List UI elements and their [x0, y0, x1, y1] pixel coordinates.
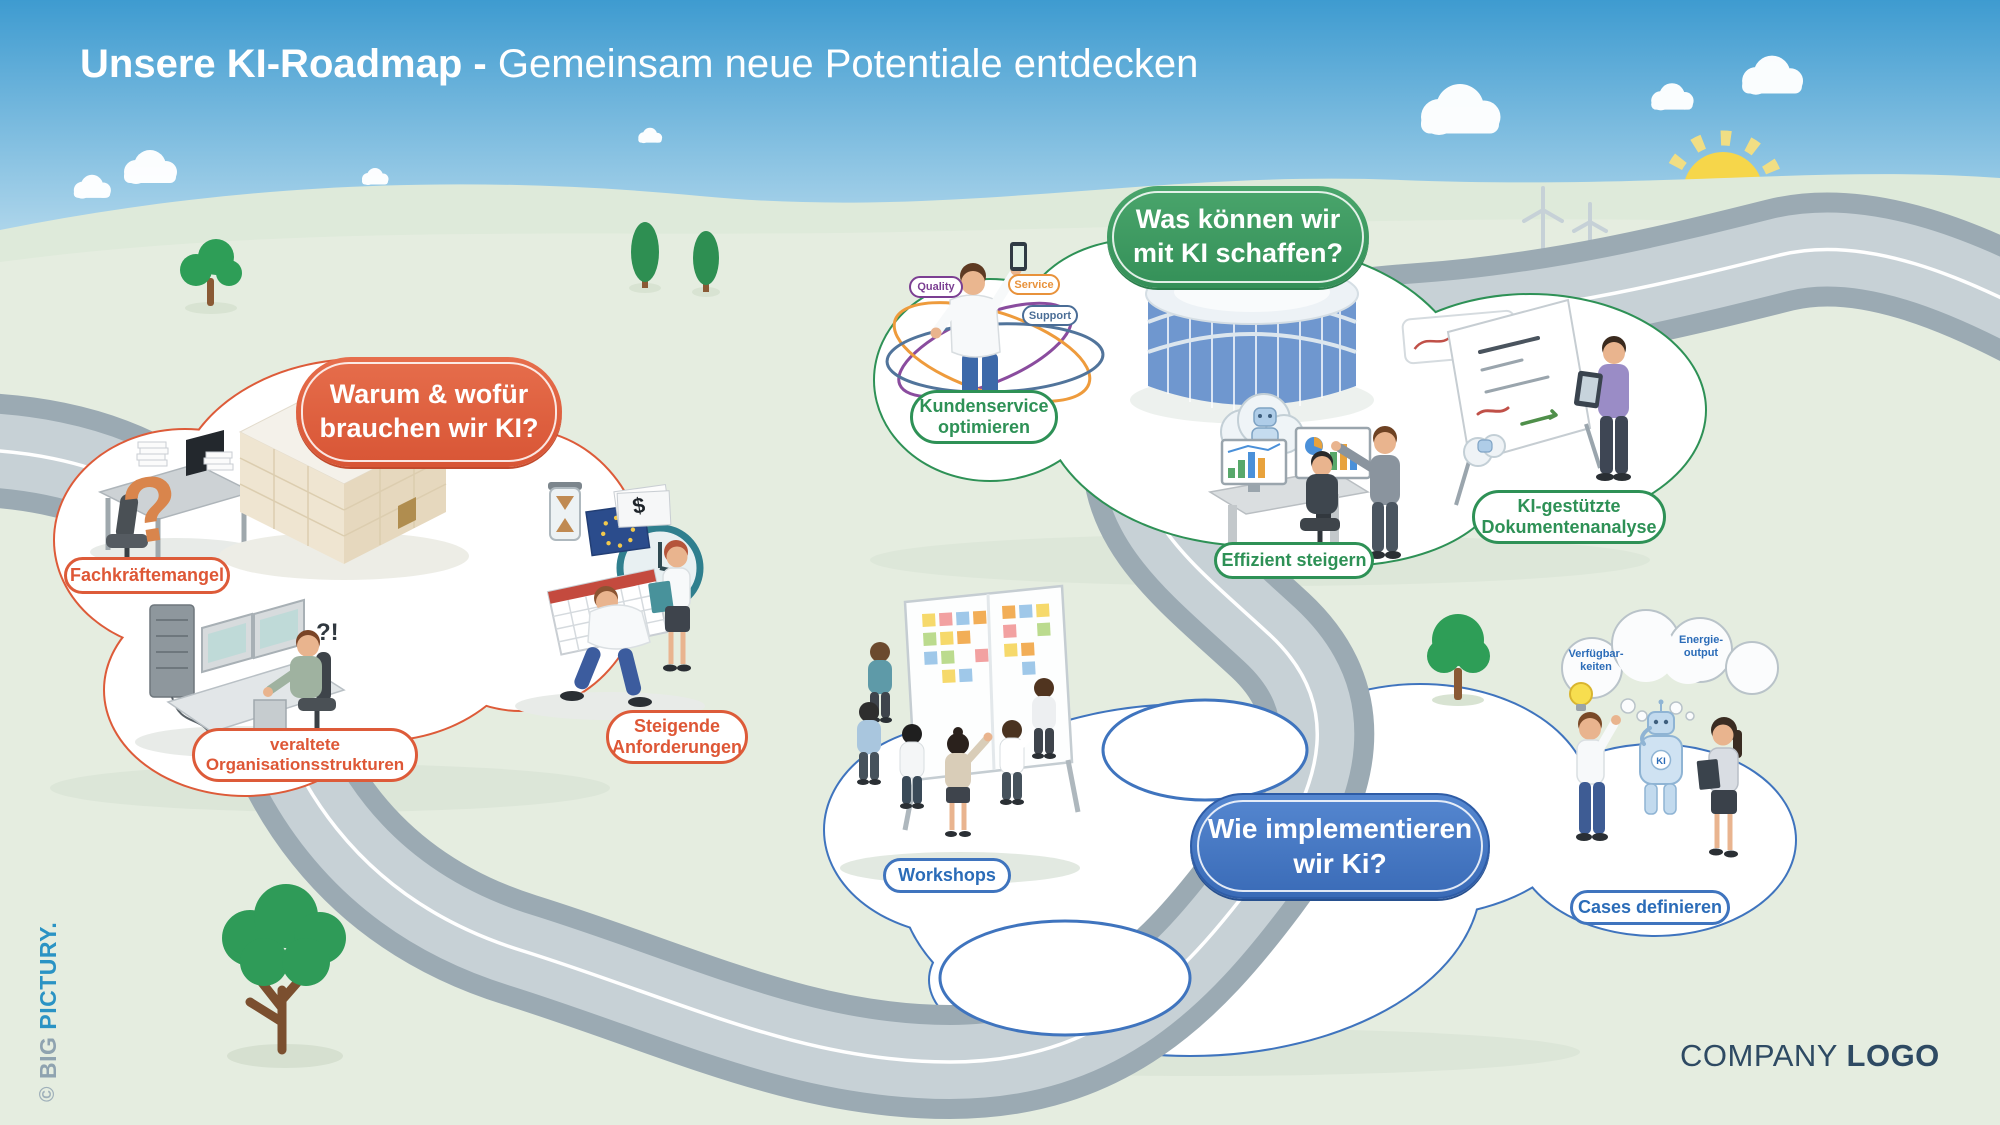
company-logo: COMPANY LOGO: [1680, 1038, 1940, 1074]
label-text: Steigende: [633, 716, 721, 737]
hourglass-icon: [548, 482, 582, 541]
dollar-papers-icon: [613, 483, 672, 528]
big-tree-icon: [222, 884, 346, 1068]
idea-man: [1569, 682, 1621, 841]
label-cases-definieren: Cases definieren: [1570, 890, 1730, 925]
tree-icon: [1427, 614, 1490, 706]
workshop-person: [899, 724, 925, 809]
cloud-icon: [73, 174, 111, 199]
label-veraltete-organisationsstrukturen: veraltete Organisationsstrukturen: [192, 728, 418, 782]
page-title: Unsere KI-Roadmap - Gemeinsam neue Poten…: [80, 42, 1198, 87]
bubble-what: Was können wir mit KI schaffen?: [1107, 186, 1369, 288]
tablet-man: [1573, 336, 1631, 481]
document-analysis-scene: [1401, 298, 1631, 506]
copyright-eye-icon: ©: [36, 1086, 59, 1102]
credit-big: BIG: [34, 1036, 61, 1080]
standing-woman: [648, 540, 691, 672]
label-text: KI-gestützte: [1517, 496, 1621, 517]
empty-step-ellipse: [1101, 698, 1309, 802]
label-text: Fachkräftemangel: [69, 565, 225, 586]
lightbulb-icon: [1569, 682, 1593, 706]
cloud-icon: [124, 150, 177, 184]
company-name: COMPANY: [1680, 1038, 1838, 1073]
credit-pictury: PICTURY.: [34, 921, 61, 1030]
clipboard-woman: [1696, 717, 1742, 858]
label-text: Organisationsstrukturen: [205, 755, 405, 774]
cloud-icon: [1651, 83, 1694, 111]
label-ki-gestuetzte-dokumentenanalyse: KI-gestützte Dokumentenanalyse: [1472, 490, 1666, 544]
label-workshops: Workshops: [883, 858, 1011, 893]
pointing-man: [1331, 426, 1401, 559]
cases-scene: [1561, 609, 1779, 858]
bubble-how-line1: Wie implementieren: [1207, 813, 1473, 844]
clouds: [73, 55, 1804, 199]
bubble-how: Wie implementieren wir Ki?: [1190, 793, 1490, 899]
page-title-bold: Unsere KI-Roadmap -: [80, 42, 487, 86]
label-text: Dokumentenanalyse: [1481, 517, 1657, 537]
big-pictury-credit: © BIG PICTURY.: [30, 862, 66, 1102]
label-text: veraltete: [270, 735, 340, 755]
workshop-person: [1032, 678, 1056, 759]
empty-step-ellipse: [938, 919, 1192, 1037]
label-text: optimieren: [937, 417, 1030, 437]
seated-analyst: [1299, 451, 1341, 564]
ki-robot-icon: [1639, 699, 1683, 815]
robot-chest-label: KI: [1656, 756, 1666, 767]
bubble-what-line1: Was können wir: [1135, 204, 1341, 235]
label-steigende-anforderungen: Steigende Anforderungen: [606, 710, 748, 764]
label-text: Energie-: [1678, 634, 1723, 646]
label-text: output: [1683, 647, 1719, 660]
bent-man: [560, 586, 652, 707]
dollar-sign: $: [631, 492, 647, 519]
label-text: Service: [1014, 278, 1054, 291]
orbit-tag-support: Support: [1022, 305, 1078, 326]
page-title-regular-text: Gemeinsam neue Potentiale entdecken: [497, 42, 1199, 86]
label-text: Workshops: [898, 865, 996, 886]
workshop-person: [857, 702, 881, 785]
thought-availability: Verfügbar- keiten: [1565, 648, 1627, 674]
thought-clouds: [1561, 609, 1779, 722]
cloud-icon: [1742, 55, 1804, 95]
tree-icon: [180, 239, 242, 314]
label-effizient-steigern: Effizient steigern: [1214, 542, 1374, 579]
confusion-marks: ?!: [316, 619, 339, 646]
sticky-notes: [1002, 603, 1051, 676]
workshop-person: [945, 727, 993, 837]
bubble-what-line2: mit KI schaffen?: [1132, 238, 1344, 268]
label-text: Quality: [917, 281, 955, 293]
orbit-tag-quality: Quality: [909, 276, 963, 298]
label-text: Anforderungen: [612, 737, 742, 757]
clipboard-icon: [1696, 759, 1721, 790]
cypress-icon: [629, 222, 720, 297]
label-text: Kundenservice: [919, 396, 1049, 417]
label-text: Effizient steigern: [1221, 550, 1367, 571]
dashboard-monitor-icon: [1220, 438, 1288, 492]
ai-cloud-icon: [1463, 434, 1506, 467]
cloud-icon: [362, 168, 389, 185]
label-text: Verfügbar-: [1568, 648, 1624, 660]
label-text: Cases definieren: [1577, 897, 1723, 918]
cloud-icon: [638, 127, 663, 144]
bubble-how-line2: wir Ki?: [1293, 848, 1387, 879]
thought-energy: Energie- output: [1672, 634, 1730, 660]
bubble-why-line1: Warum & wofür: [329, 379, 529, 410]
bubble-why: Warum & wofür brauchen wir KI?: [296, 357, 562, 467]
cloud-icon: [1421, 84, 1501, 135]
label-fachkraeftemangel: Fachkräftemangel: [64, 557, 230, 594]
rising-demands-scene: [515, 482, 705, 720]
label-kundenservice-optimieren: Kundenservice optimieren: [910, 390, 1058, 444]
company-logo-bold: LOGO: [1846, 1038, 1940, 1073]
sticky-notes: [922, 610, 989, 684]
bubble-why-line2: brauchen wir KI?: [319, 413, 539, 443]
efficiency-scene: [1207, 393, 1401, 564]
label-text: keiten: [1580, 661, 1612, 674]
label-text: Support: [1028, 309, 1072, 322]
orbit-tag-service: Service: [1008, 274, 1060, 295]
